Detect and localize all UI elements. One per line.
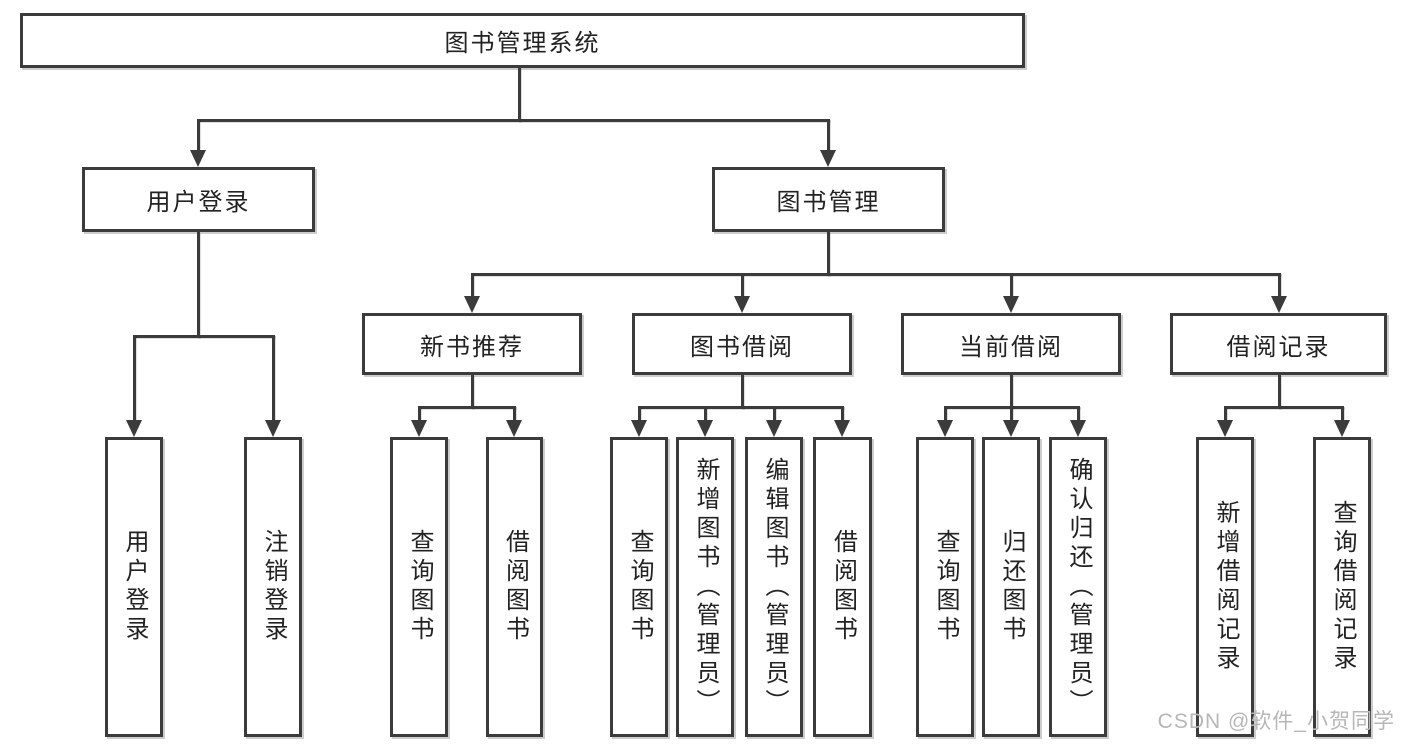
- leaf-label: 新增图书（管理员）: [692, 456, 719, 718]
- connector-line: [1278, 273, 1281, 298]
- connector-line: [197, 232, 200, 338]
- node-label: 用户登录: [146, 189, 251, 216]
- leaf-query-book-1: 查询图书: [390, 437, 448, 737]
- arrowhead-icon: [1217, 420, 1233, 437]
- node-book-borrow: 图书借阅: [632, 313, 852, 375]
- leaf-query-borrow-record: 查询借阅记录: [1313, 437, 1371, 737]
- connector-line: [741, 273, 744, 298]
- leaf-label: 查询图书: [626, 529, 653, 645]
- node-label: 借阅记录: [1226, 333, 1331, 361]
- arrowhead-icon: [1271, 296, 1287, 313]
- connector-line: [471, 375, 474, 409]
- arrowhead-icon: [265, 420, 281, 437]
- leaf-borrow-book-1: 借阅图书: [486, 437, 543, 737]
- watermark: CSDN @软件_小贺同学: [1157, 710, 1395, 733]
- leaf-label: 借阅图书: [829, 529, 857, 645]
- leaf-label: 新增借阅记录: [1212, 500, 1239, 674]
- node-root-label: 图书管理系统: [444, 30, 601, 57]
- connector-line: [741, 375, 744, 409]
- leaf-query-book-3: 查询图书: [916, 437, 974, 737]
- node-new-book-recommend: 新书推荐: [362, 313, 582, 375]
- connector-line: [418, 406, 421, 422]
- node-label: 图书借阅: [690, 333, 794, 361]
- connector-line: [197, 119, 200, 152]
- node-borrow-record: 借阅记录: [1170, 313, 1387, 375]
- arrowhead-icon: [1070, 420, 1086, 437]
- arrowhead-icon: [126, 420, 142, 437]
- leaf-label: 归还图书: [998, 529, 1025, 645]
- connector-line: [944, 406, 947, 422]
- connector-line: [1341, 406, 1344, 422]
- node-root: 图书管理系统: [20, 13, 1025, 68]
- connector-line: [773, 406, 776, 422]
- connector-line: [197, 119, 830, 122]
- connector-line: [133, 335, 275, 338]
- leaf-label: 编辑图书（管理员）: [761, 456, 788, 718]
- connector-line: [1224, 406, 1227, 422]
- connector-line: [1077, 406, 1080, 422]
- node-label: 当前借阅: [959, 333, 1063, 361]
- connector-line: [513, 406, 516, 422]
- connector-line: [133, 335, 136, 422]
- arrowhead-icon: [1003, 420, 1019, 437]
- connector-line: [418, 406, 516, 409]
- connector-line: [827, 119, 830, 152]
- arrowhead-icon: [1334, 420, 1350, 437]
- leaf-label: 查询借阅记录: [1329, 500, 1356, 674]
- connector-line: [1224, 406, 1344, 409]
- arrowhead-icon: [631, 420, 647, 437]
- arrowhead-icon: [464, 296, 480, 313]
- node-label: 图书管理: [776, 189, 881, 216]
- leaf-add-book-admin: 新增图书（管理员）: [676, 437, 734, 737]
- arrowhead-icon: [190, 150, 206, 167]
- connector-line: [841, 406, 844, 422]
- node-label: 新书推荐: [420, 333, 524, 361]
- arrowhead-icon: [734, 296, 750, 313]
- connector-line: [1010, 406, 1013, 422]
- node-user-login: 用户登录: [82, 167, 315, 232]
- connector-line: [1278, 375, 1281, 409]
- arrowhead-icon: [937, 420, 953, 437]
- node-current-borrow: 当前借阅: [901, 313, 1121, 375]
- leaf-return-book: 归还图书: [982, 437, 1040, 737]
- connector-line: [471, 273, 474, 298]
- leaf-logout: 注销登录: [244, 437, 302, 737]
- connector-line: [1010, 273, 1013, 298]
- leaf-label: 借阅图书: [501, 529, 529, 645]
- arrowhead-icon: [1003, 296, 1019, 313]
- leaf-label: 确认归还（管理员）: [1065, 456, 1092, 718]
- leaf-edit-book-admin: 编辑图书（管理员）: [745, 437, 803, 737]
- arrowhead-icon: [411, 420, 427, 437]
- connector-line: [518, 68, 521, 122]
- leaf-confirm-return-admin: 确认归还（管理员）: [1049, 437, 1107, 737]
- connector-line: [638, 406, 641, 422]
- connector-line: [272, 335, 275, 422]
- arrowhead-icon: [697, 420, 713, 437]
- leaf-add-borrow-record: 新增借阅记录: [1196, 437, 1254, 737]
- node-book-management: 图书管理: [712, 167, 945, 232]
- leaf-label: 查询图书: [406, 529, 433, 645]
- connector-line: [827, 232, 830, 276]
- leaf-label: 注销登录: [260, 529, 287, 645]
- arrowhead-icon: [506, 420, 522, 437]
- connector-line: [1010, 375, 1013, 409]
- arrowhead-icon: [820, 150, 836, 167]
- arrowhead-icon: [834, 420, 850, 437]
- connector-line: [471, 273, 1281, 276]
- arrowhead-icon: [766, 420, 782, 437]
- connector-line: [704, 406, 707, 422]
- leaf-label: 用户登录: [121, 529, 148, 645]
- leaf-borrow-book-2: 借阅图书: [813, 437, 872, 737]
- leaf-label: 查询图书: [932, 529, 959, 645]
- leaf-user-login: 用户登录: [105, 437, 163, 737]
- leaf-query-book-2: 查询图书: [610, 437, 668, 737]
- connector-line: [638, 406, 844, 409]
